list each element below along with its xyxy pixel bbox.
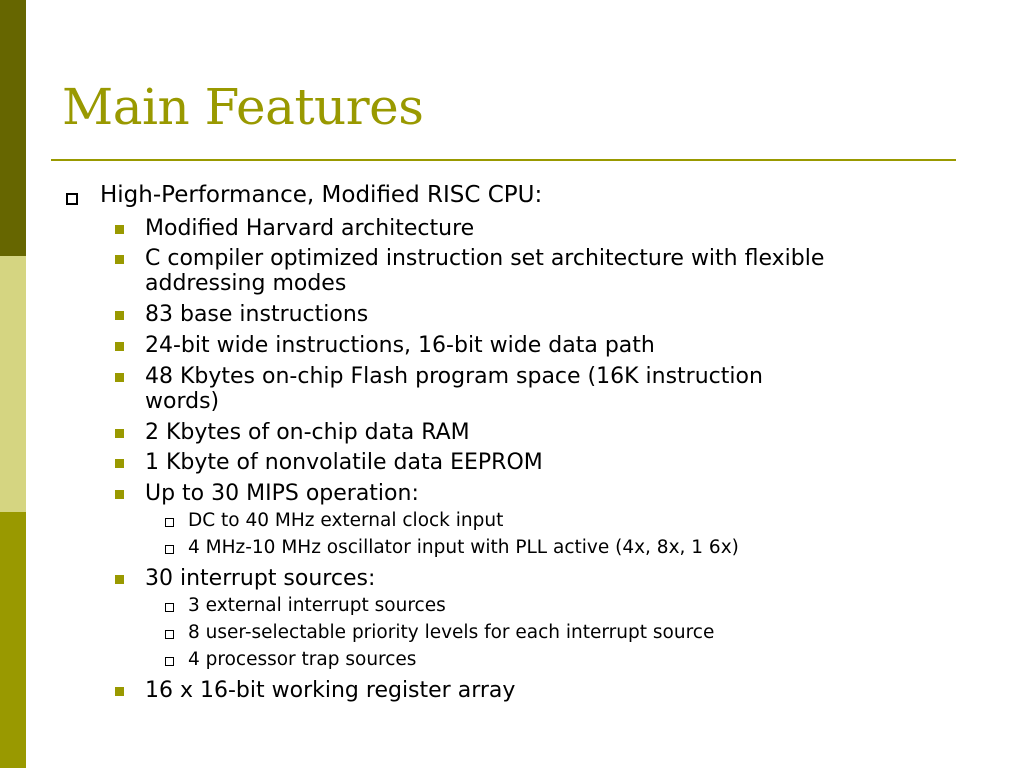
bullet-item-level-2: C compiler optimized instruction set arc… (145, 246, 824, 296)
bullet-text: 16 x 16-bit working register array (145, 678, 516, 703)
bullet-marker-level-2 (115, 490, 124, 499)
bullet-marker-level-2 (115, 429, 124, 438)
bullet-item-level-2: 30 interrupt sources: (145, 566, 375, 591)
bullet-item-level-3: 3 external interrupt sources (188, 595, 446, 617)
bullet-marker-level-2 (115, 373, 124, 382)
bullet-item-level-2: 24-bit wide instructions, 16-bit wide da… (145, 333, 655, 358)
bullet-text: 30 interrupt sources: (145, 566, 376, 591)
bullet-text-continuation: addressing modes (145, 271, 347, 296)
bullet-item-level-3: 4 MHz-10 MHz oscillator input with PLL a… (188, 537, 739, 559)
bullet-text: 83 base instructions (145, 302, 369, 327)
bullet-marker-level-2 (115, 575, 124, 584)
bullet-item-level-3: 4 processor trap sources (188, 649, 416, 671)
bullet-marker-level-3 (165, 603, 174, 612)
bullet-item-level-2: 83 base instructions (145, 302, 368, 327)
bullet-item-level-2: 1 Kbyte of nonvolatile data EEPROM (145, 450, 543, 475)
bullet-item-level-3: 8 user-selectable priority levels for ea… (188, 622, 714, 644)
bullet-text: DC to 40 MHz external clock input (188, 510, 504, 531)
bullet-item-level-2: Modified Harvard architecture (145, 216, 474, 241)
bullet-text: C compiler optimized instruction set arc… (145, 246, 825, 271)
bullet-text: Up to 30 MIPS operation: (145, 481, 419, 506)
bullet-marker-level-3 (165, 657, 174, 666)
bullet-text: 2 Kbytes of on-chip data RAM (145, 420, 470, 445)
side-band-middle (0, 256, 26, 512)
bullet-text: 8 user-selectable priority levels for ea… (188, 622, 715, 643)
bullet-item-level-2: 48 Kbytes on-chip Flash program space (1… (145, 364, 763, 414)
bullet-text: 4 MHz-10 MHz oscillator input with PLL a… (188, 537, 739, 558)
bullet-marker-level-2 (115, 311, 124, 320)
bullet-marker-level-3 (165, 518, 174, 527)
bullet-item-level-2: 2 Kbytes of on-chip data RAM (145, 420, 470, 445)
bullet-marker-level-1 (66, 193, 78, 205)
bullet-marker-level-2 (115, 225, 124, 234)
side-band-bottom (0, 512, 26, 768)
bullet-text: 24-bit wide instructions, 16-bit wide da… (145, 333, 655, 358)
bullet-marker-level-2 (115, 342, 124, 351)
bullet-item-level-1: High-Performance, Modified RISC CPU: (100, 182, 542, 208)
bullet-text: High-Performance, Modified RISC CPU: (100, 182, 543, 208)
bullet-text: Modified Harvard architecture (145, 216, 475, 241)
title-underline (51, 159, 956, 161)
bullet-marker-level-2 (115, 459, 124, 468)
bullet-item-level-3: DC to 40 MHz external clock input (188, 510, 503, 532)
bullet-marker-level-2 (115, 255, 124, 264)
bullet-text: 3 external interrupt sources (188, 595, 446, 616)
bullet-item-level-2: Up to 30 MIPS operation: (145, 481, 419, 506)
slide-title: Main Features (62, 78, 424, 136)
bullet-text: 48 Kbytes on-chip Flash program space (1… (145, 364, 763, 389)
side-band-top (0, 0, 26, 256)
bullet-text: 4 processor trap sources (188, 649, 417, 670)
bullet-marker-level-3 (165, 545, 174, 554)
bullet-marker-level-2 (115, 687, 124, 696)
bullet-text: 1 Kbyte of nonvolatile data EEPROM (145, 450, 543, 475)
bullet-marker-level-3 (165, 630, 174, 639)
bullet-text-continuation: words) (145, 389, 220, 414)
bullet-item-level-2: 16 x 16-bit working register array (145, 678, 515, 703)
